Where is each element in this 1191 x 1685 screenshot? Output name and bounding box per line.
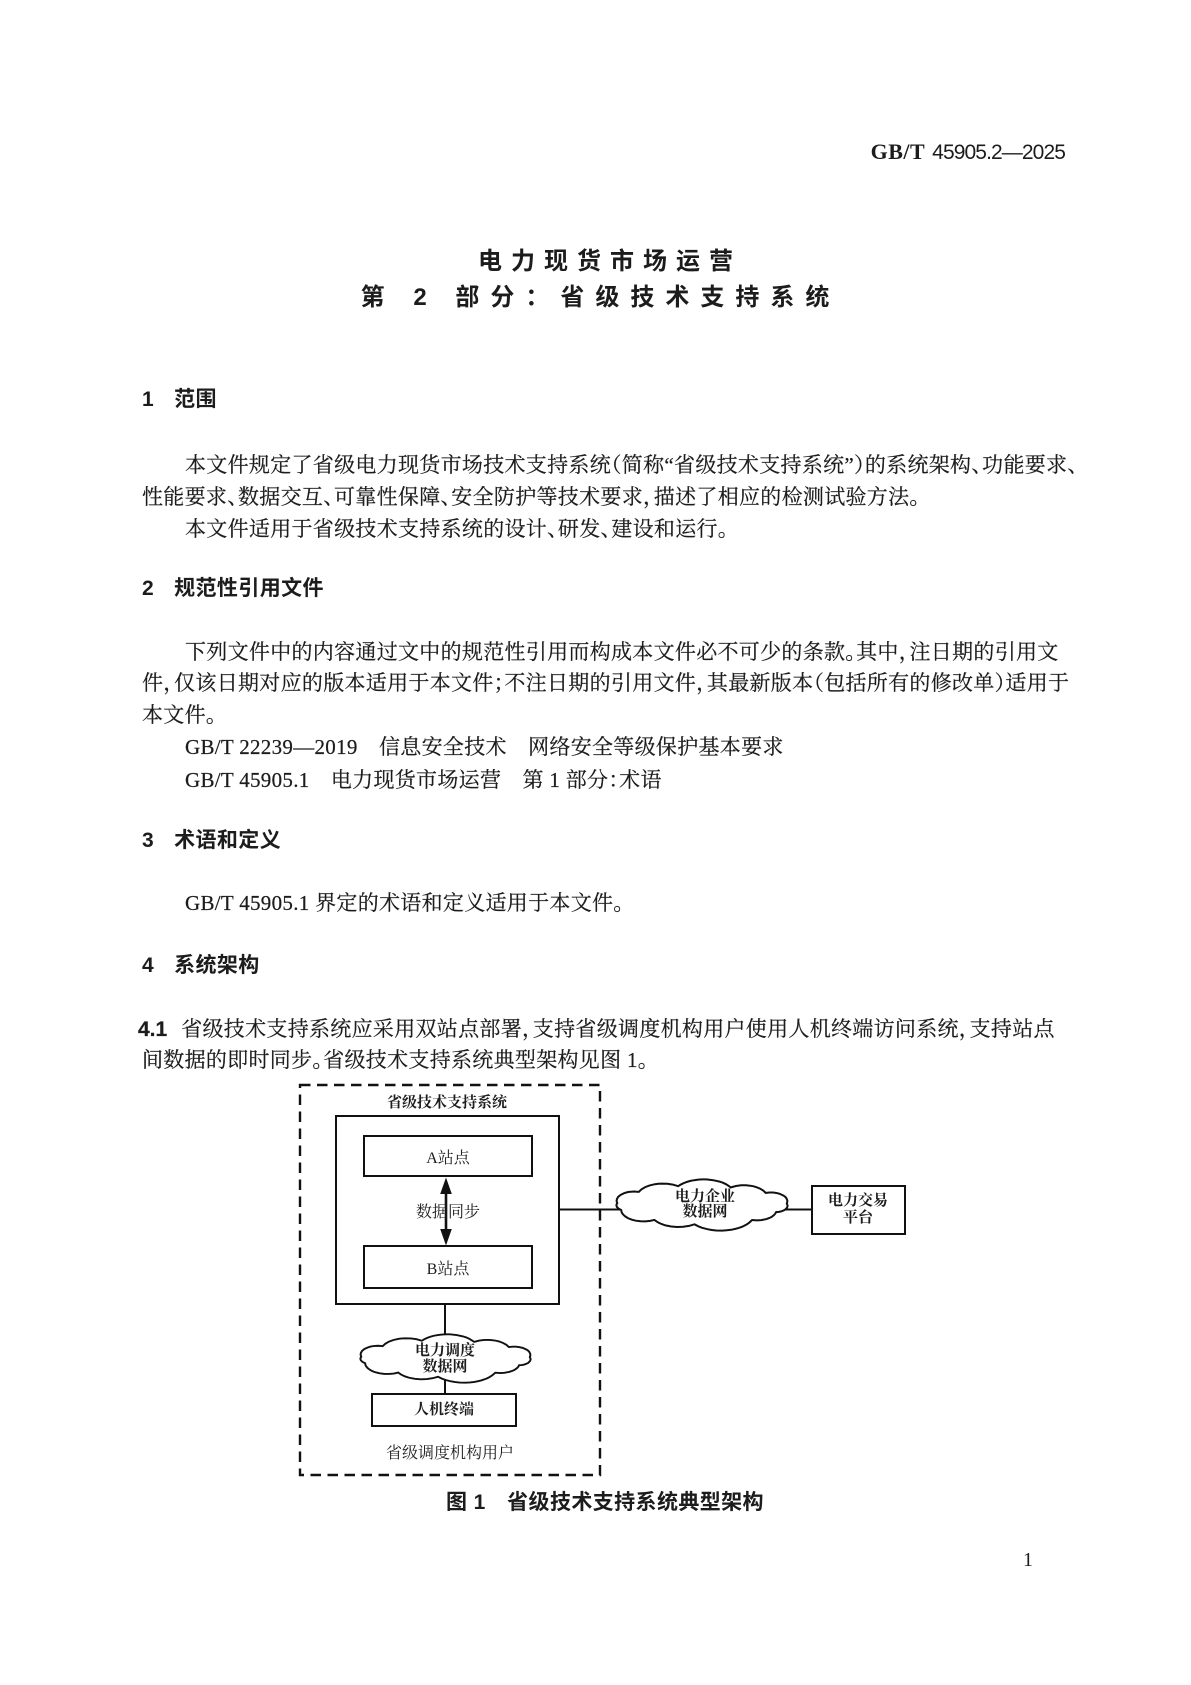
figure-1-diagram-canvas — [298, 1083, 811, 1477]
site-a-label: A站点 — [426, 1149, 470, 1167]
section-1-title: 范围 — [174, 387, 217, 411]
section-3-title: 术语和定义 — [174, 828, 282, 852]
standard-code: GB/T 45905.2—2025 — [870, 139, 1066, 164]
clause-4-1-line1: 4.1 省级技术支持系统应采用双站点部署，支持省级调度机构用户使用人机终端访问系统… — [138, 1016, 1055, 1041]
section-2-title: 规范性引用文件 — [174, 577, 324, 600]
body-line: 本文件适用于省级技术支持系统的设计、研发、建设和运行。 — [185, 516, 729, 541]
clause-4-1-number: 4.1 — [138, 1017, 168, 1041]
terminal-box: 人机终端 — [371, 1393, 517, 1427]
sync-double-arrow — [440, 1177, 452, 1246]
body-line: GB/T 45905.1 界定的术语和定义适用于本文件。 — [185, 890, 625, 915]
body-line: 件，仅该日期对应的版本适用于本文件；不注日期的引用文件，其最新版本（包括所有的修… — [142, 671, 1070, 696]
reference-line: GB/T 45905.1 电力现货市场运营 第 1 部分：术语 — [185, 767, 662, 792]
body-line: 性能要求、数据交互、可靠性保障、安全防护等技术要求，描述了相应的检测试验方法。 — [142, 485, 921, 510]
clause-4-1-text: 省级技术支持系统应采用双站点部署，支持省级调度机构用户使用人机终端访问系统，支持… — [181, 1016, 1055, 1041]
standard-code-prefix: GB/T — [870, 139, 926, 164]
user-label: 省级调度机构用户 — [385, 1445, 515, 1462]
section-4-number: 4 — [142, 954, 155, 977]
sync-label: 数据同步 — [415, 1204, 481, 1221]
sync-arrow-head-down-icon — [440, 1229, 452, 1246]
section-3-heading: 3 术语和定义 — [142, 830, 281, 851]
document-title-line2: 第 2 部分：省级技术支持系统 — [360, 284, 841, 311]
enterprise-cloud-line1: 电力企业 — [674, 1189, 736, 1205]
section-2-number: 2 — [142, 577, 155, 600]
terminal-label: 人机终端 — [413, 1401, 474, 1418]
sync-arrow-head-up-icon — [440, 1177, 452, 1194]
trading-platform-label: 电力交易平台 — [828, 1193, 888, 1227]
reference-line: GB/T 22239—2019 信息安全技术 网络安全等级保护基本要求 — [185, 735, 784, 760]
figure-1-caption: 图 1 省级技术支持系统典型架构 — [446, 1491, 764, 1514]
enterprise-cloud-line2: 数据网 — [682, 1204, 728, 1220]
body-line: 本文件规定了省级电力现货市场技术支持系统（简称“省级技术支持系统”）的系统架构、… — [185, 453, 1079, 478]
standard-code-number: 45905.2—2025 — [932, 141, 1066, 164]
dashed-system-boundary — [298, 1083, 602, 1477]
dispatch-cloud-label: 电力调度数据网 — [415, 1343, 475, 1375]
body-line: 下列文件中的内容通过文中的规范性引用而构成本文件必不可少的条款。其中，注日期的引… — [185, 639, 1059, 664]
trading-platform-line2: 平台 — [842, 1210, 873, 1226]
section-4-title: 系统架构 — [174, 954, 260, 977]
section-4-heading: 4 系统架构 — [142, 955, 260, 976]
page-number: 1 — [1023, 1549, 1033, 1571]
system-boundary-label: 省级技术支持系统 — [386, 1095, 508, 1111]
site-b-box: B站点 — [363, 1245, 533, 1289]
site-b-label: B站点 — [426, 1260, 470, 1278]
dispatch-cloud-line2: 数据网 — [422, 1359, 468, 1375]
dual-site-box — [335, 1115, 560, 1305]
section-2-heading: 2 规范性引用文件 — [142, 578, 324, 599]
trading-platform-line1: 电力交易 — [827, 1193, 888, 1209]
section-1-heading: 1 范围 — [142, 389, 217, 410]
enterprise-cloud-label: 电力企业数据网 — [675, 1190, 735, 1220]
site-a-box: A站点 — [363, 1135, 533, 1177]
document-title-line1: 电力现货市场运营 — [478, 247, 742, 275]
trading-platform-box: 电力交易平台 — [810, 1185, 906, 1235]
section-1-number: 1 — [142, 387, 155, 411]
clause-4-1-line2: 间数据的即时同步。省级技术支持系统典型架构见图 1。 — [142, 1047, 649, 1072]
body-line: 本文件。 — [142, 703, 217, 728]
section-3-number: 3 — [142, 828, 155, 852]
dispatch-cloud-line1: 电力调度 — [414, 1343, 476, 1359]
